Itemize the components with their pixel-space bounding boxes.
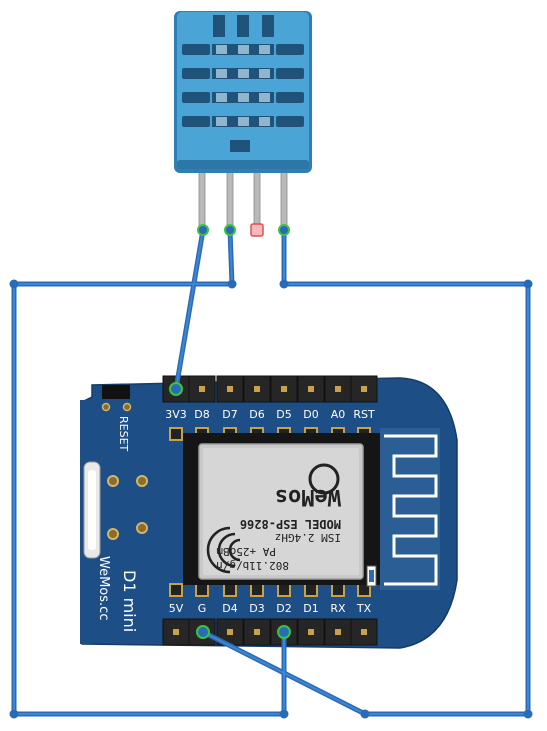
wemos-d1-mini-board[interactable]: RESET D1 mini WeMos.cc MODEL ESP-8266 IS… bbox=[80, 375, 458, 649]
bottom-header bbox=[162, 618, 378, 646]
reset-button[interactable] bbox=[102, 385, 130, 399]
inner-pad bbox=[195, 583, 209, 597]
header-pin-contact bbox=[308, 629, 314, 635]
header-pin-a0 bbox=[324, 375, 352, 403]
pin-label-d7: D7 bbox=[222, 408, 237, 421]
wire-joints bbox=[9, 279, 533, 719]
chip-model: MODEL ESP-8266 bbox=[240, 517, 341, 531]
header-pin-contact bbox=[335, 386, 341, 392]
pin-label-a0: A0 bbox=[331, 408, 346, 421]
inner-pad bbox=[331, 583, 345, 597]
pin-label-d4: D4 bbox=[222, 602, 237, 615]
sensor-pin-2-connected bbox=[224, 224, 236, 236]
inner-pad bbox=[250, 583, 264, 597]
board-pin-3v3-connected bbox=[169, 382, 183, 396]
sensor-pin-3-unconnected bbox=[250, 223, 264, 237]
pin-label-d6: D6 bbox=[249, 408, 264, 421]
chip-logo: WeMos bbox=[275, 484, 341, 509]
top-pin-labels: 3V3 D8 D7 D6 D5 D0 A0 RST bbox=[165, 408, 375, 421]
wifi-icon bbox=[206, 526, 241, 574]
inner-pad bbox=[277, 583, 291, 597]
inner-pad bbox=[304, 583, 318, 597]
sensor-leg-3 bbox=[253, 167, 261, 231]
pin-label-d3: D3 bbox=[249, 602, 264, 615]
sensor-pin-endpoints bbox=[197, 223, 290, 237]
wire-inner bbox=[13, 229, 529, 715]
pin-label-d8: D8 bbox=[194, 408, 209, 421]
pin-label-5v: 5V bbox=[169, 602, 184, 615]
chip-band: ISM 2.4GHz bbox=[275, 531, 341, 544]
top-header bbox=[162, 375, 378, 403]
header-pin-contact bbox=[227, 386, 233, 392]
pin-label-3v3: 3V3 bbox=[165, 408, 187, 421]
antenna-trace bbox=[380, 428, 440, 590]
dht-sensor[interactable] bbox=[174, 11, 312, 231]
sensor-pin-4-connected bbox=[278, 224, 290, 236]
header-pin-contact bbox=[173, 629, 179, 635]
fcc-logo-icon bbox=[308, 463, 340, 495]
header-pin-contact bbox=[361, 629, 367, 635]
chip-power: PA +25dBm bbox=[216, 545, 276, 558]
header-pin-contact bbox=[308, 386, 314, 392]
bottom-pin-labels: 5V G D4 D3 D2 D1 RX TX bbox=[169, 602, 372, 615]
header-pin-contact bbox=[281, 386, 287, 392]
pin-label-d5: D5 bbox=[276, 408, 291, 421]
inner-pad bbox=[169, 427, 183, 441]
board-pin-d2-connected bbox=[277, 625, 291, 639]
header-pin-contact bbox=[335, 629, 341, 635]
pin-label-tx: TX bbox=[356, 602, 372, 615]
header-pin-contact bbox=[227, 629, 233, 635]
pin-label-d1: D1 bbox=[303, 602, 318, 615]
pin-label-d2: D2 bbox=[276, 602, 291, 615]
sensor-grille bbox=[215, 45, 270, 126]
board-brand: WeMos.cc bbox=[96, 556, 111, 620]
header-pin-contact bbox=[361, 386, 367, 392]
inner-pad bbox=[223, 583, 237, 597]
header-pin-contact bbox=[254, 386, 260, 392]
sensor-leg-1 bbox=[198, 167, 206, 231]
pin-label-rx: RX bbox=[330, 602, 346, 615]
reset-label: RESET bbox=[117, 416, 130, 452]
sensor-pin-1-connected bbox=[197, 224, 209, 236]
board-pin-g-connected bbox=[196, 625, 210, 639]
pin-label-rst: RST bbox=[353, 408, 375, 421]
board-title: D1 mini bbox=[120, 570, 139, 632]
sensor-leg-4 bbox=[280, 167, 288, 231]
pin-label-d0: D0 bbox=[303, 408, 318, 421]
chip-standard: 802.11b/g/n bbox=[216, 559, 289, 572]
inner-pad bbox=[169, 583, 183, 597]
pin-label-g: G bbox=[198, 602, 207, 615]
header-pin-contact bbox=[254, 629, 260, 635]
sensor-leg-2 bbox=[226, 167, 234, 231]
header-pin-contact bbox=[199, 386, 205, 392]
